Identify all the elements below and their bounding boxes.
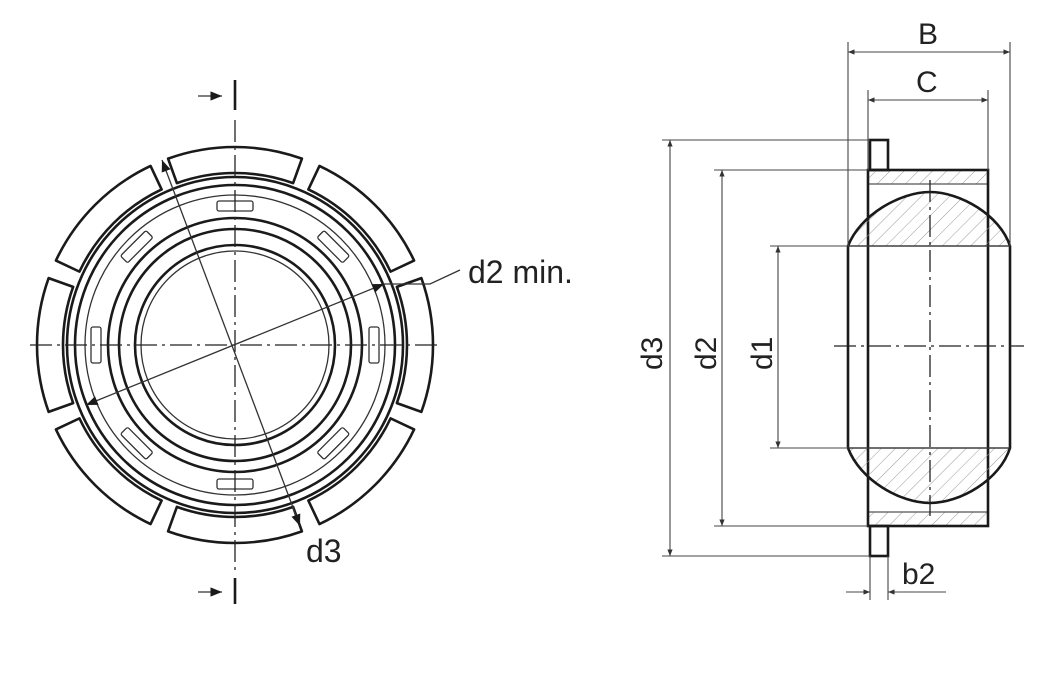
d3-left-label: d3 bbox=[306, 533, 342, 569]
d2-diameter-arrow bbox=[85, 283, 385, 406]
outer-ring-bottom bbox=[867, 511, 989, 527]
outer-segment bbox=[54, 164, 163, 273]
section-marker-bottom bbox=[198, 578, 237, 604]
outer-segment bbox=[307, 417, 416, 526]
flange-top bbox=[868, 138, 890, 172]
front-view: d2 min. d3 bbox=[30, 80, 573, 604]
C-label: C bbox=[916, 66, 938, 99]
d2-min-label: d2 min. bbox=[468, 254, 573, 290]
cage-slot bbox=[120, 427, 153, 460]
d1-label: d1 bbox=[746, 337, 779, 370]
d3-right-label: d3 bbox=[636, 337, 669, 370]
inner-ring-top-section bbox=[847, 191, 1011, 247]
outer-segment bbox=[54, 417, 163, 526]
cage-slot bbox=[317, 427, 350, 460]
b2-label: b2 bbox=[902, 558, 935, 591]
inner-ring-bottom-section bbox=[847, 447, 1011, 504]
outer-ring-top bbox=[867, 169, 989, 185]
outer-segment bbox=[35, 276, 75, 414]
outer-segment bbox=[395, 276, 435, 414]
cage-slot bbox=[317, 230, 350, 263]
cage-slot bbox=[120, 230, 153, 263]
section-marker-top bbox=[198, 80, 237, 110]
outer-ring-body bbox=[866, 168, 990, 528]
section-view: d3 d2 d1 B C b2 bbox=[636, 18, 1024, 600]
B-label: B bbox=[918, 18, 938, 51]
d2-label: d2 bbox=[690, 337, 723, 370]
flange-bottom bbox=[868, 524, 890, 558]
outer-segment bbox=[307, 164, 416, 273]
d2-leader-line bbox=[384, 269, 461, 285]
outer-segment-ring bbox=[35, 145, 435, 545]
